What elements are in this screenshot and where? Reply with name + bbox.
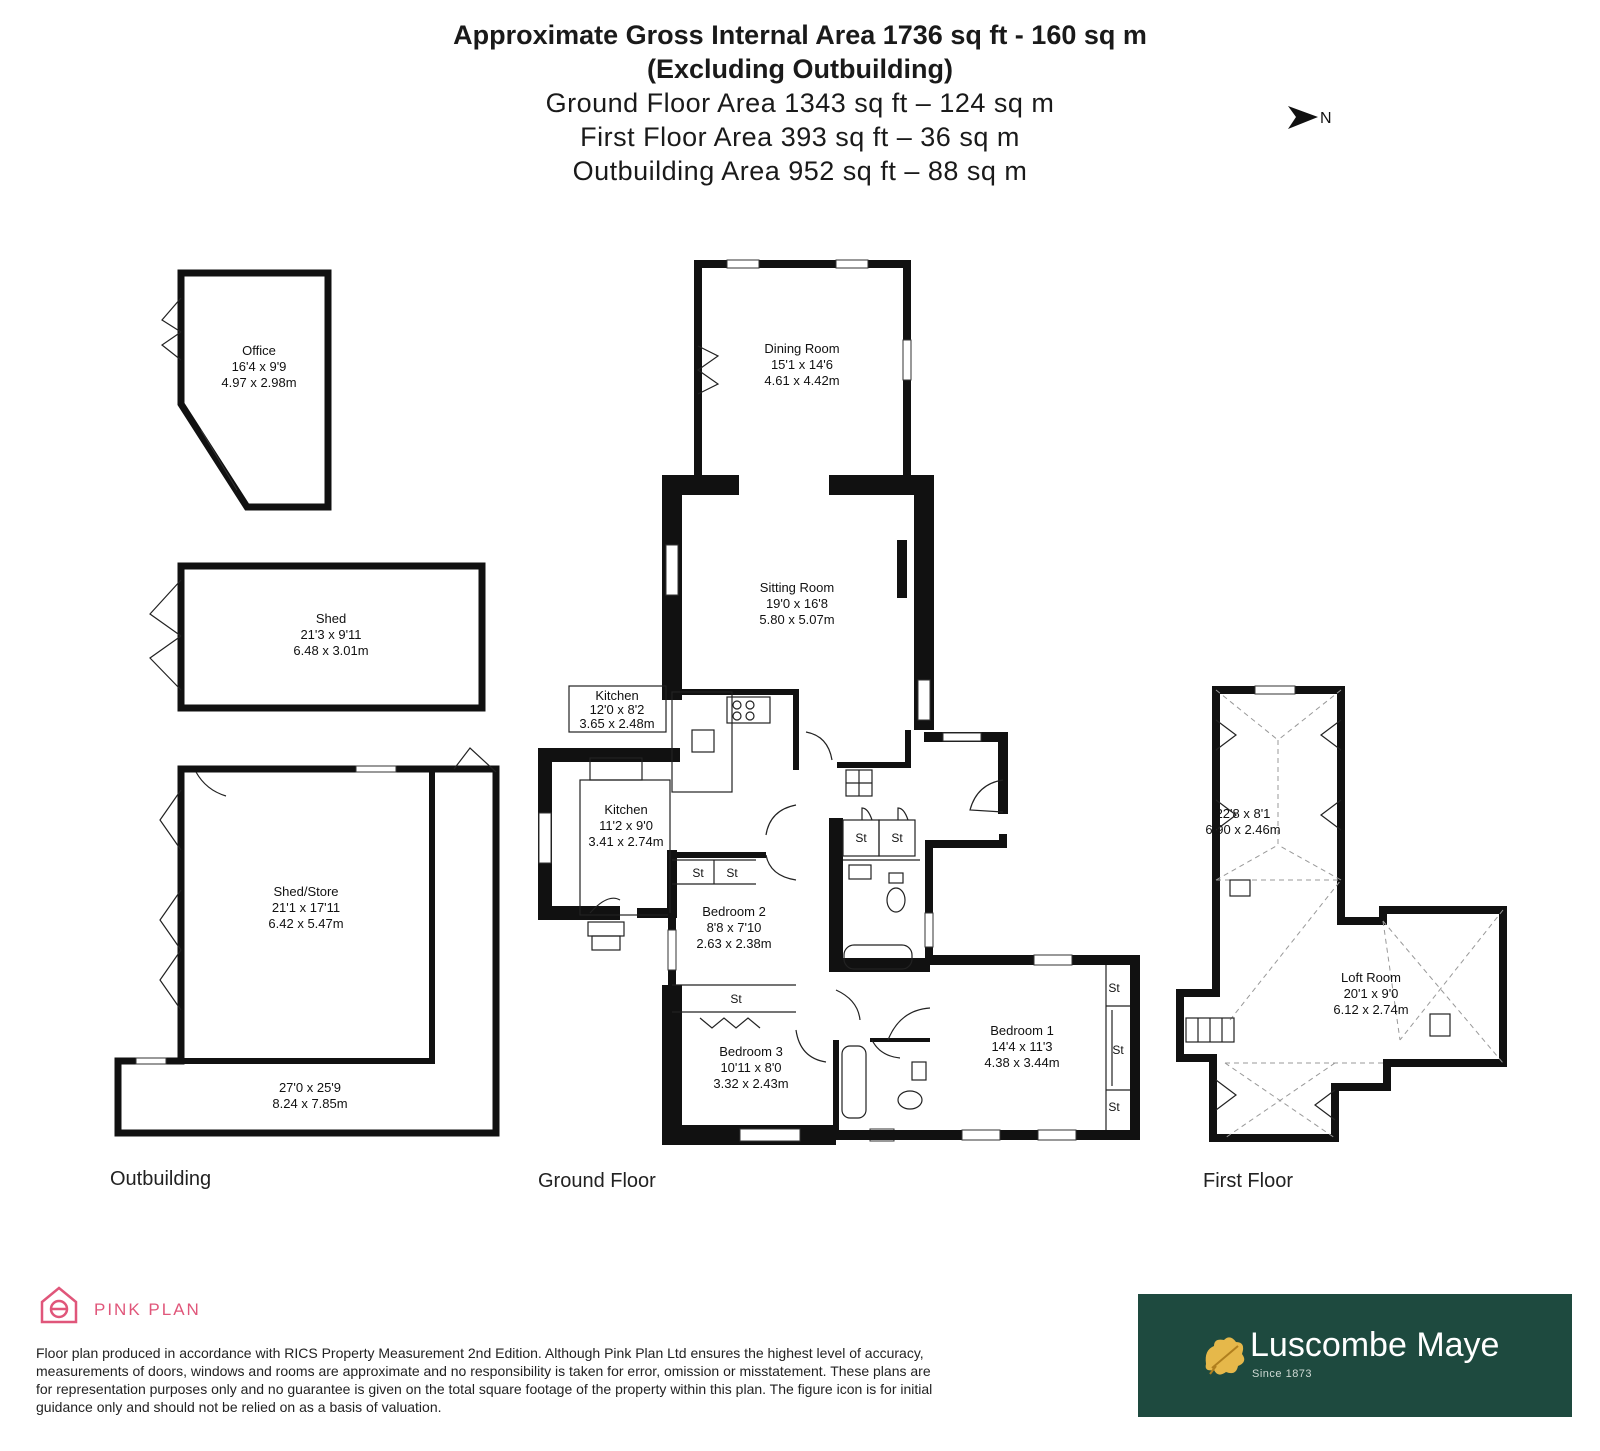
shed-block [149,562,486,712]
bedroom1-imperial: 14'4 x 11'3 [991,1039,1052,1054]
compass-label: N [1320,110,1332,127]
agent-name: Luscombe Maye [1250,1326,1500,1364]
bedroom2-imperial: 8'8 x 7'10 [707,920,762,935]
section-first-floor: First Floor [1203,1170,1293,1192]
office-name: Office [242,343,276,358]
bedroom1-name: Bedroom 1 [990,1023,1054,1038]
kitchen-b-imperial: 11'2 x 9'0 [599,818,653,833]
storage-label: St [1108,1100,1120,1114]
bedroom-1-block [836,954,1140,1141]
shed-metric: 6.48 x 3.01m [293,643,368,658]
bedroom-3-block [662,984,836,1145]
bedroom3-metric: 3.32 x 2.43m [713,1076,788,1091]
ensuite-block [833,1038,930,1142]
kitchen-b-name: Kitchen [604,802,647,817]
east-wing-block [924,732,1008,864]
kitchen-a-metric: 3.65 x 2.48m [579,716,654,731]
loft-metric: 6.12 x 2.74m [1333,1002,1408,1017]
bedroom2-metric: 2.63 x 2.38m [696,936,771,951]
dining-name: Dining Room [764,341,839,356]
header-subtitle: (Excluding Outbuilding) [647,54,953,84]
loft-imperial: 20'1 x 9'0 [1344,986,1399,1001]
header-ground-area: Ground Floor Area 1343 sq ft – 124 sq m [545,88,1055,118]
loft-name: Loft Room [1341,970,1401,985]
kitchen-block [538,685,799,951]
outbuilding-imperial: 27'0 x 25'9 [279,1080,341,1095]
shed-store-name: Shed/Store [273,884,338,899]
sitting-room-block [662,475,934,768]
hall-block [765,731,873,1021]
storage-label: St [1108,981,1120,995]
shed-store-metric: 6.42 x 5.47m [268,916,343,931]
shed-imperial: 21'3 x 9'11 [300,627,361,642]
outbuilding-metric: 8.24 x 7.85m [272,1096,347,1111]
first-floor-block [1176,685,1507,1142]
kitchen-a-imperial: 12'0 x 8'2 [590,702,645,717]
first-upper-imperial: 22'8 x 8'1 [1216,806,1271,821]
header-first-area: First Floor Area 393 sq ft – 36 sq m [580,122,1020,152]
bedroom1-metric: 4.38 x 3.44m [984,1055,1059,1070]
dining-metric: 4.61 x 4.42m [764,373,839,388]
disclaimer-text: Floor plan produced in accordance with R… [36,1345,933,1415]
first-upper-metric: 6.90 x 2.46m [1205,822,1280,837]
header-title: Approximate Gross Internal Area 1736 sq … [453,20,1147,50]
pink-plan-logo-icon [40,1286,78,1324]
agent-logo: Luscombe Maye Since 1873 [1138,1294,1572,1417]
shed-store-imperial: 21'1 x 17'11 [272,900,340,915]
bedroom2-name: Bedroom 2 [702,904,766,919]
storage-label: St [891,831,903,845]
brand-name: PINK PLAN [94,1300,201,1319]
storage-label: St [1112,1043,1124,1057]
office-metric: 4.97 x 2.98m [221,375,296,390]
bedroom3-name: Bedroom 3 [719,1044,783,1059]
dining-imperial: 15'1 x 14'6 [771,357,833,372]
sitting-name: Sitting Room [760,580,834,595]
office-block [160,269,332,511]
storage-label: St [730,992,742,1006]
storage-label: St [692,866,704,880]
shed-store-block [114,747,500,1137]
kitchen-b-metric: 3.41 x 2.74m [588,834,663,849]
dining-room-block [694,259,912,476]
agent-since: Since 1873 [1252,1368,1313,1380]
north-arrow-icon: N [1288,106,1332,129]
bedroom-2-block [667,852,766,985]
oak-leaf-icon [1205,1337,1245,1375]
bathroom-block [829,807,934,972]
section-ground-floor: Ground Floor [538,1170,656,1192]
kitchen-a-name: Kitchen [595,688,638,703]
storage-label: St [855,831,867,845]
header-outbuilding-area: Outbuilding Area 952 sq ft – 88 sq m [572,156,1028,186]
office-imperial: 16'4 x 9'9 [232,359,287,374]
sitting-metric: 5.80 x 5.07m [759,612,834,627]
shed-name: Shed [316,611,346,626]
bedroom3-imperial: 10'11 x 8'0 [720,1060,781,1075]
storage-label: St [726,866,738,880]
sitting-imperial: 19'0 x 16'8 [766,596,828,611]
section-outbuilding: Outbuilding [110,1168,211,1190]
